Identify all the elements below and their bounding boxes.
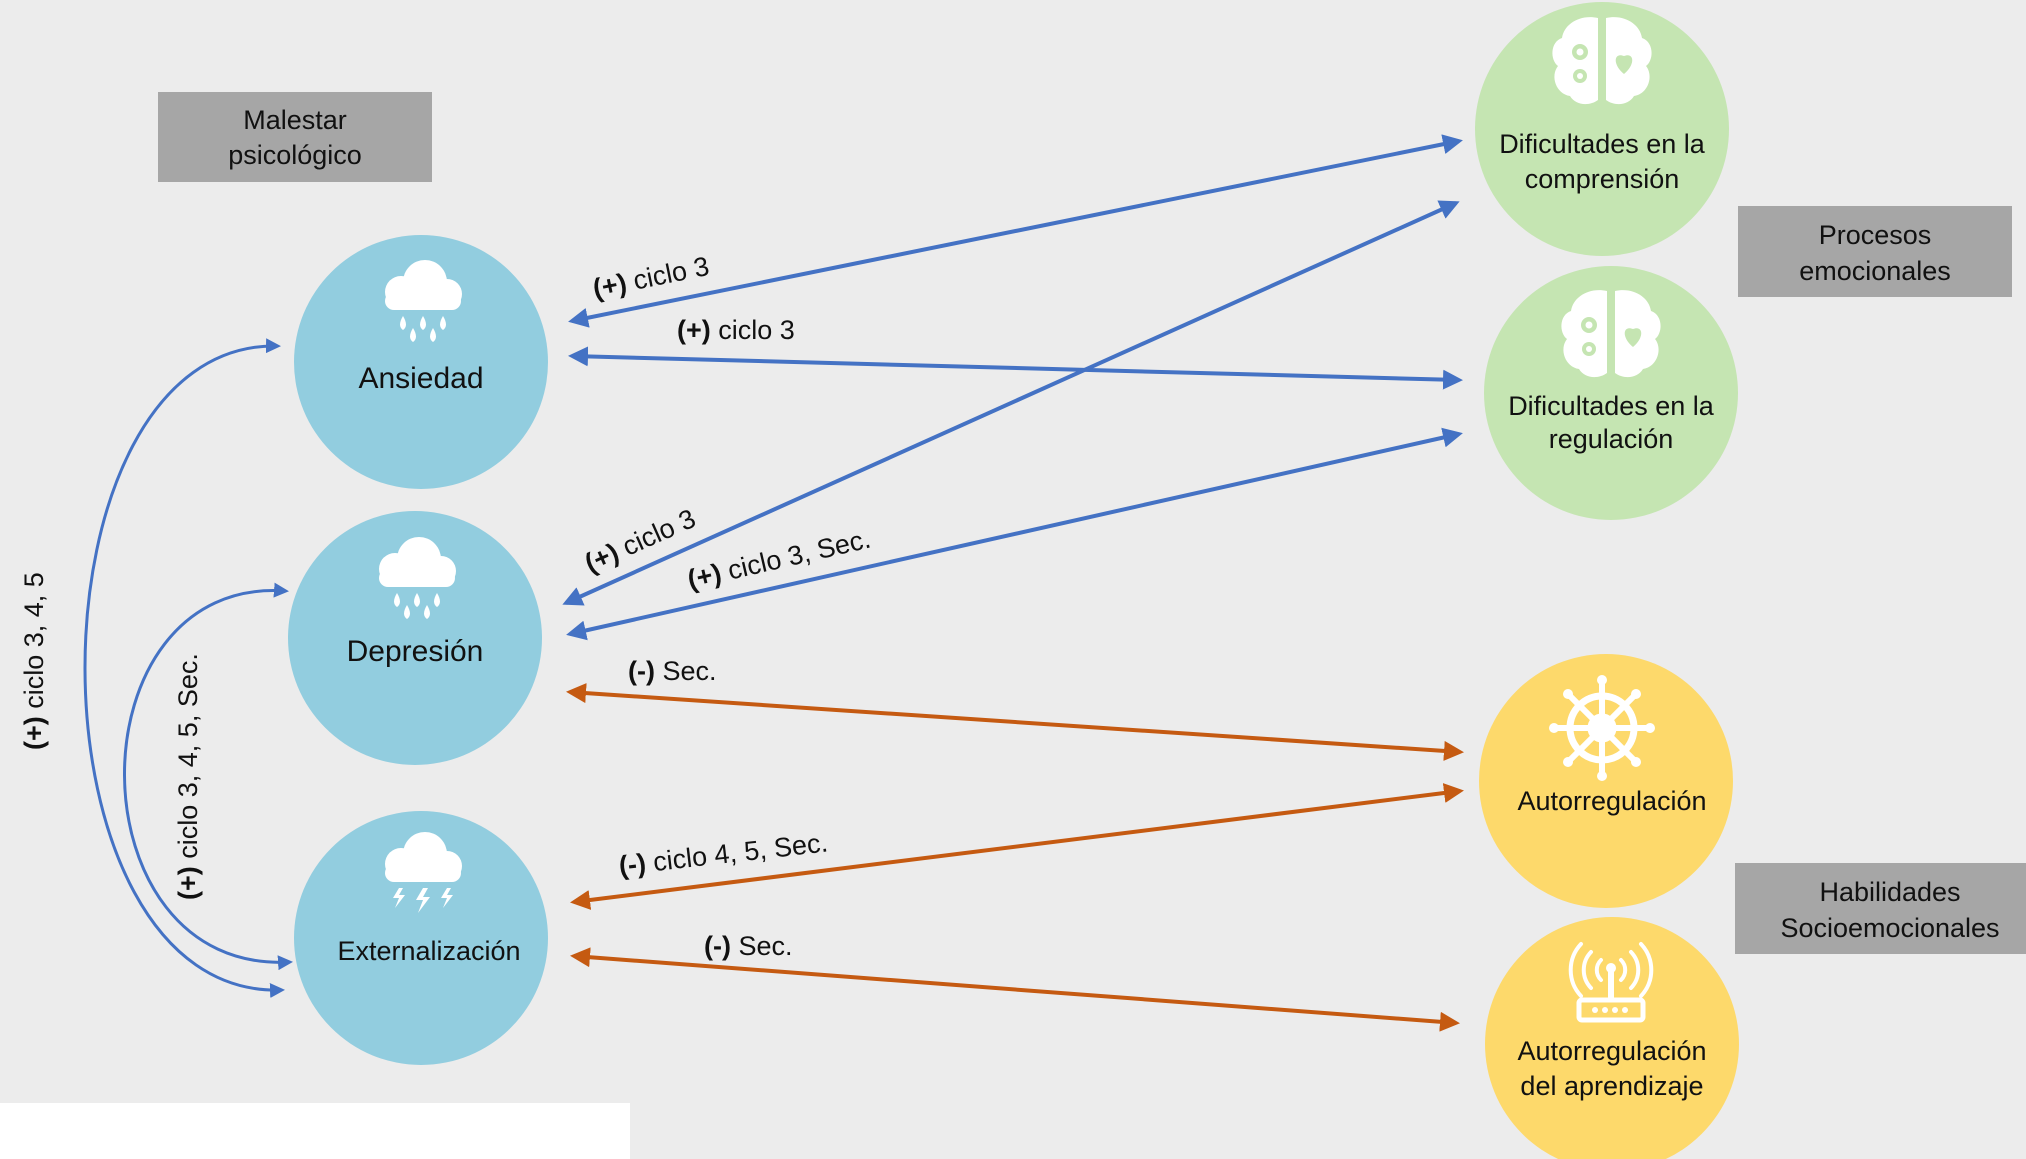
brain-icon [1561,290,1661,378]
edge-lines [83,134,1464,1032]
node-autorregulacion-label: Autorregulación [1517,786,1706,816]
node-ansiedad: Ansiedad [294,235,548,489]
node-regulacion: Dificultades en la regulación [1484,266,1738,520]
edge-label-ans-comp: (+) ciclo 3 [590,251,711,304]
edge-line-dep-reg [566,427,1463,641]
tag-procesos: Procesos emocionales [1738,206,2012,297]
tag-habilidades-line2: Socioemocionales [1780,913,1999,943]
node-autorregulacion-aprendizaje-line2: del aprendizaje [1520,1071,1703,1101]
node-regulacion-line2: regulación [1549,424,1674,454]
tag-malestar-line2: psicológico [228,140,362,170]
tag-malestar-line1: Malestar [243,105,347,135]
tag-malestar: Malestar psicológico [158,92,432,182]
ship-wheel-icon [1549,675,1655,781]
cloud-rain-icon [385,260,462,342]
node-externalizacion-label: Externalización [337,936,520,966]
edge-label-dep-auto: (-) Sec. [628,656,717,686]
tag-habilidades: Habilidades Socioemocionales [1735,863,2026,954]
node-autorregulacion: Autorregulación [1479,654,1733,908]
edge-line-dep-ext [123,582,293,971]
node-regulacion-line1: Dificultades en la [1508,391,1715,421]
edge-label-dep-ext: (+) ciclo 3, 4, 5, Sec. [173,653,203,900]
edge-line-dep-auto [566,683,1464,761]
node-autorregulacion-aprendizaje: Autorregulación del aprendizaje [1485,917,1739,1159]
node-depresion: Depresión [288,511,542,765]
edge-line-ans-comp [568,134,1463,328]
cloud-storm-icon [385,832,462,913]
edge-line-ans-ext [83,338,285,998]
edge-line-ext-auto [570,783,1464,910]
edge-line-ext-aprend [570,947,1460,1032]
node-comprension-line2: comprensión [1525,164,1680,194]
node-depresion-label: Depresión [347,635,484,668]
node-ansiedad-label: Ansiedad [358,362,483,395]
edge-label-ext-aprend: (-) Sec. [704,931,793,961]
node-comprension: Dificultades en la comprensión [1475,2,1729,256]
edge-line-ans-reg [568,346,1463,390]
blank-panel [0,1103,630,1159]
edge-label-ans-reg: (+) ciclo 3 [677,315,795,345]
cloud-rain-icon [379,537,456,619]
edge-label-dep-reg: (+) ciclo 3, Sec. [685,524,874,595]
tag-procesos-line2: emocionales [1799,256,1951,286]
node-autorregulacion-aprendizaje-line1: Autorregulación [1517,1036,1706,1066]
wifi-router-icon [1568,942,1654,1023]
node-comprension-line1: Dificultades en la [1499,129,1706,159]
node-externalizacion: Externalización [294,811,548,1065]
edge-label-ans-ext: (+) ciclo 3, 4, 5 [19,572,49,750]
brain-icon [1552,17,1652,105]
edge-label-dep-comp: (+) ciclo 3 [580,503,700,578]
tag-habilidades-line1: Habilidades [1819,877,1960,907]
tag-procesos-line1: Procesos [1819,220,1932,250]
